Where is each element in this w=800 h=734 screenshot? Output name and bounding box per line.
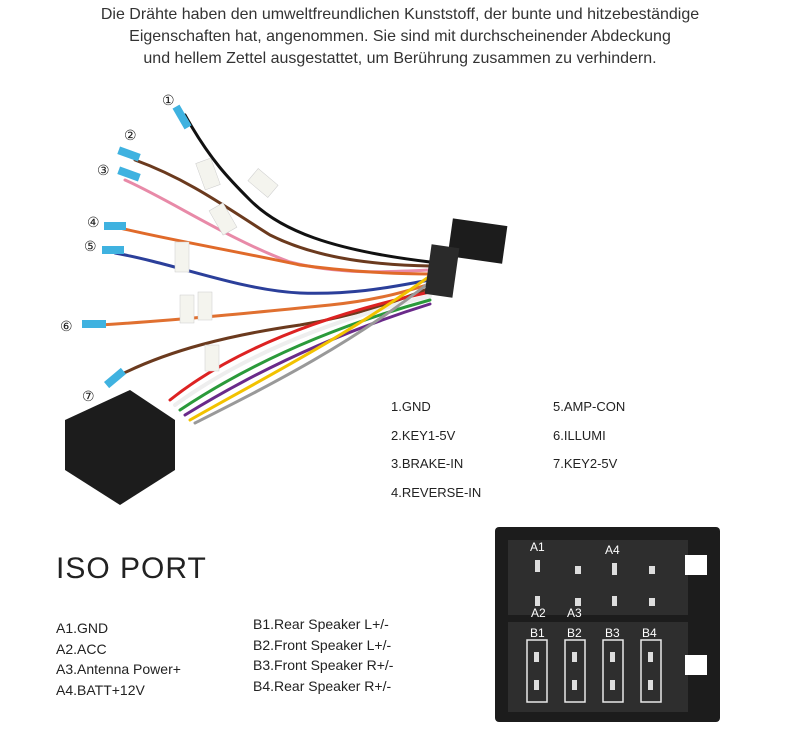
connector-label-a1: A1 [530,540,545,554]
pin-label: 4.REVERSE-IN [391,485,482,500]
connector-label-a4: A4 [605,543,620,557]
iso-b-list: B1.Rear Speaker L+/- B2.Front Speaker L+… [253,616,394,694]
connector-label-b4: B4 [642,626,657,640]
connector-label-b2: B2 [567,626,582,640]
pin-label: 6.ILLUMI [553,428,606,443]
wire-marker-2: ② [124,127,137,143]
wire-marker-4: ④ [87,214,100,230]
connector-label-b3: B3 [605,626,620,640]
wire-marker-7: ⑦ [82,388,95,404]
connector-label-b1: B1 [530,626,545,640]
wire-marker-1: ① [162,92,175,108]
wire-marker-6: ⑥ [60,318,73,334]
wire-marker-5: ⑤ [84,238,97,254]
intro-text: Die Drähte haben den umweltfreundlichen … [100,6,700,67]
pin-label: 2.KEY1-5V [391,428,456,443]
pin-label: 7.KEY2-5V [553,456,618,471]
iso-a-list: A1.GND A2.ACC A3.Antenna Power+ A4.BATT+… [56,620,181,698]
wire-marker-3: ③ [97,162,110,178]
connector-label-a3: A3 [567,606,582,620]
iso-port-title: ISO PORT [56,552,207,585]
pin-label: 1.GND [391,399,431,414]
pin-label: 3.BRAKE-IN [391,456,464,471]
connector-label-a2: A2 [531,606,546,620]
pin-label: 5.AMP-CON [553,399,626,414]
